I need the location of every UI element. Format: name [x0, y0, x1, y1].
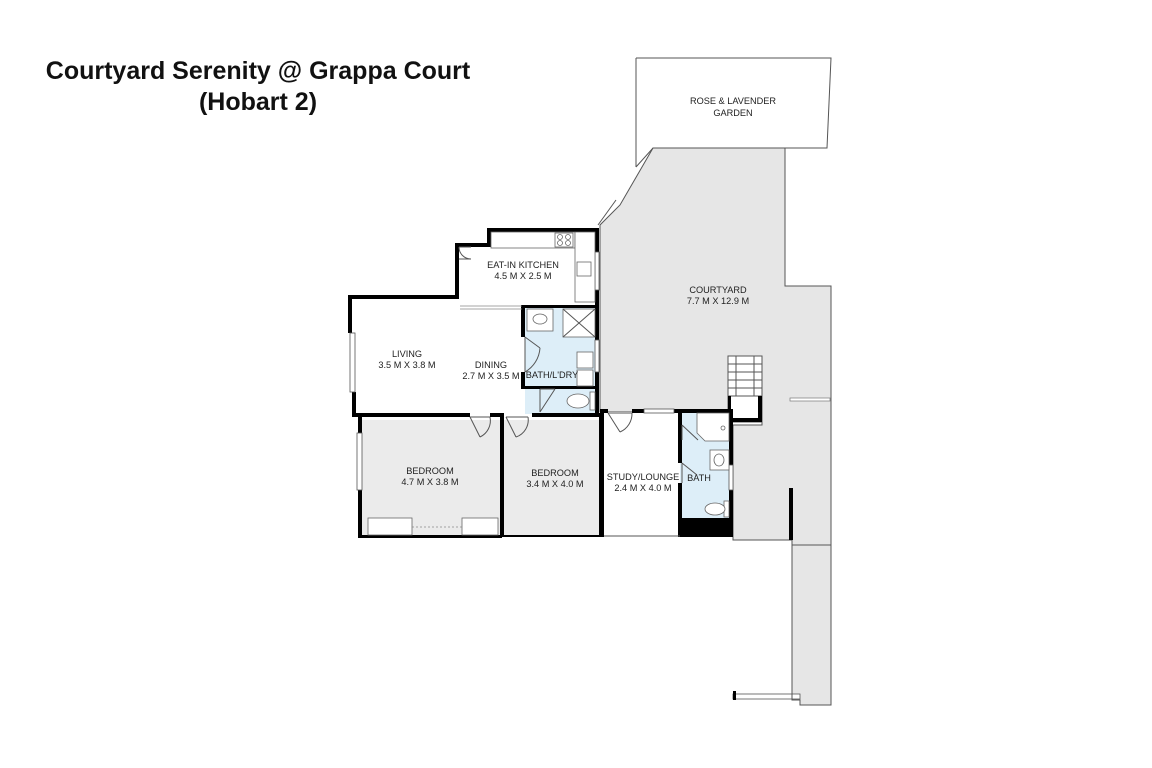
walls — [348, 228, 733, 538]
study-floor — [603, 412, 680, 536]
bedroom2-label: BEDROOM — [531, 468, 578, 478]
kitchen-floor — [457, 245, 597, 307]
bedroom2-size: 3.4 M X 4.0 M — [526, 479, 583, 489]
bath-label: BATH — [687, 473, 711, 483]
study-label: STUDY/LOUNGE — [607, 472, 680, 482]
garden-area — [635, 57, 832, 168]
living-label: LIVING — [392, 349, 422, 359]
courtyard-size: 7.7 M X 12.9 M — [687, 296, 749, 306]
courtyard-label: COURTYARD — [689, 285, 747, 295]
dining-label: DINING — [475, 360, 507, 370]
doors — [458, 246, 699, 483]
plan-title: Courtyard Serenity @ Grappa Court — [45, 57, 471, 85]
courtyard-area — [597, 147, 832, 706]
kitchen-size: 4.5 M X 2.5 M — [494, 271, 551, 281]
stairs — [727, 355, 763, 423]
fixtures — [367, 231, 730, 536]
bedroom1-label: BEDROOM — [406, 466, 453, 476]
dining-size: 2.7 M X 3.5 M — [462, 371, 519, 381]
bedroom1-floor — [360, 420, 502, 536]
bedroom2-floor — [502, 420, 603, 536]
bath-laundry-label: BATH/L'DRY — [526, 370, 578, 380]
garden-label-line2: GARDEN — [713, 108, 752, 118]
bedroom1-size: 4.7 M X 3.8 M — [401, 477, 458, 487]
living-size: 3.5 M X 3.8 M — [378, 360, 435, 370]
living-dining-floor — [350, 298, 525, 414]
kitchen-label: EAT-IN KITCHEN — [487, 260, 559, 270]
study-size: 2.4 M X 4.0 M — [614, 483, 671, 493]
plan-subtitle: (Hobart 2) — [198, 88, 318, 116]
garden-label-line1: ROSE & LAVENDER — [690, 96, 776, 106]
